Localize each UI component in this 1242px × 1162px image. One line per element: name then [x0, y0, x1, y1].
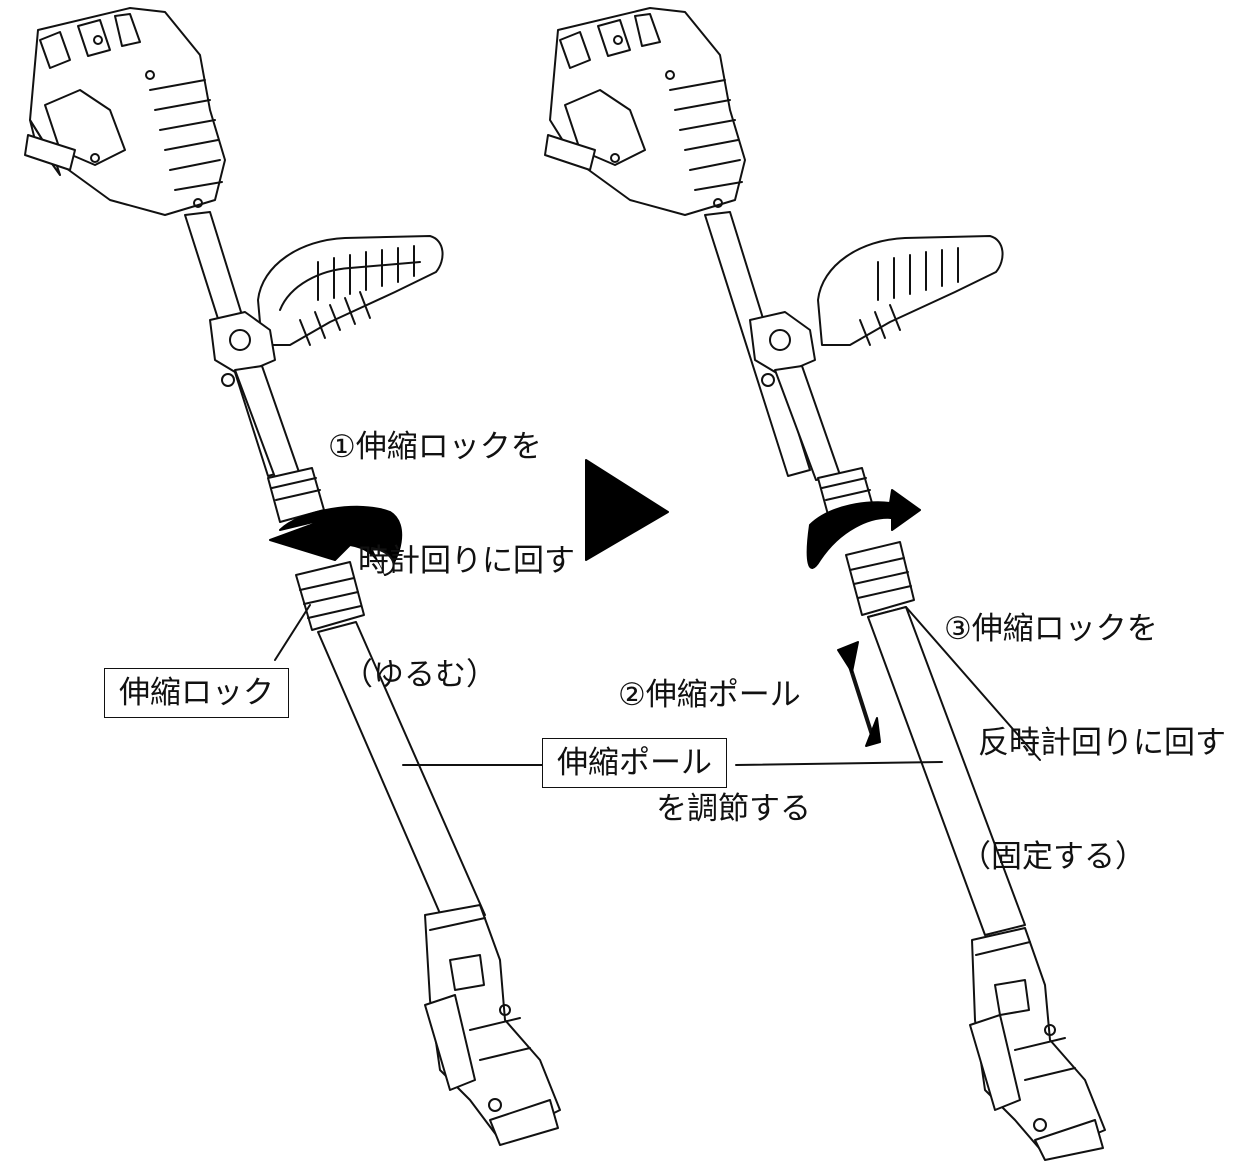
step2-callout: ②伸縮ポール を調節する	[618, 600, 811, 866]
left-rotate-arrow	[269, 505, 403, 576]
step3-line1: ③伸縮ロックを	[944, 611, 1158, 647]
lock-label-box: 伸縮ロック	[104, 668, 289, 718]
right-rotate-arrow	[806, 489, 921, 569]
right-front-handle	[749, 235, 1004, 387]
pole-label-box: 伸縮ポール	[542, 738, 727, 788]
right-trimmer	[544, 7, 1106, 1161]
step1-line3: （ゆるむ）	[342, 657, 497, 693]
right-pole	[867, 606, 1026, 936]
left-battery-housing	[24, 7, 226, 216]
step1-line2: 時計回りに回す	[358, 543, 575, 579]
right-battery-housing	[544, 7, 746, 216]
step2-line2: を調節する	[656, 791, 811, 827]
step1-line1: ①伸縮ロックを	[328, 429, 542, 465]
triangle-right-icon	[585, 459, 669, 561]
step2-line1: ②伸縮ポール	[618, 677, 801, 713]
left-motor-head	[424, 904, 561, 1146]
pole-leader-right	[735, 761, 943, 766]
step3-line2: 反時計回りに回す	[978, 725, 1226, 761]
step3-callout: ③伸縮ロックを 反時計回りに回す （固定する）	[944, 534, 1226, 914]
left-trimmer	[24, 7, 561, 1146]
left-pole	[317, 621, 486, 926]
double-arrow-icon	[837, 641, 881, 747]
step1-callout: ①伸縮ロックを 時計回りに回す （ゆるむ）	[328, 352, 575, 732]
right-motor-head	[969, 927, 1106, 1161]
left-front-handle	[209, 235, 444, 387]
lock-leader-line	[274, 604, 311, 661]
right-lower-lock	[845, 541, 915, 616]
step3-line3: （固定する）	[960, 839, 1146, 875]
